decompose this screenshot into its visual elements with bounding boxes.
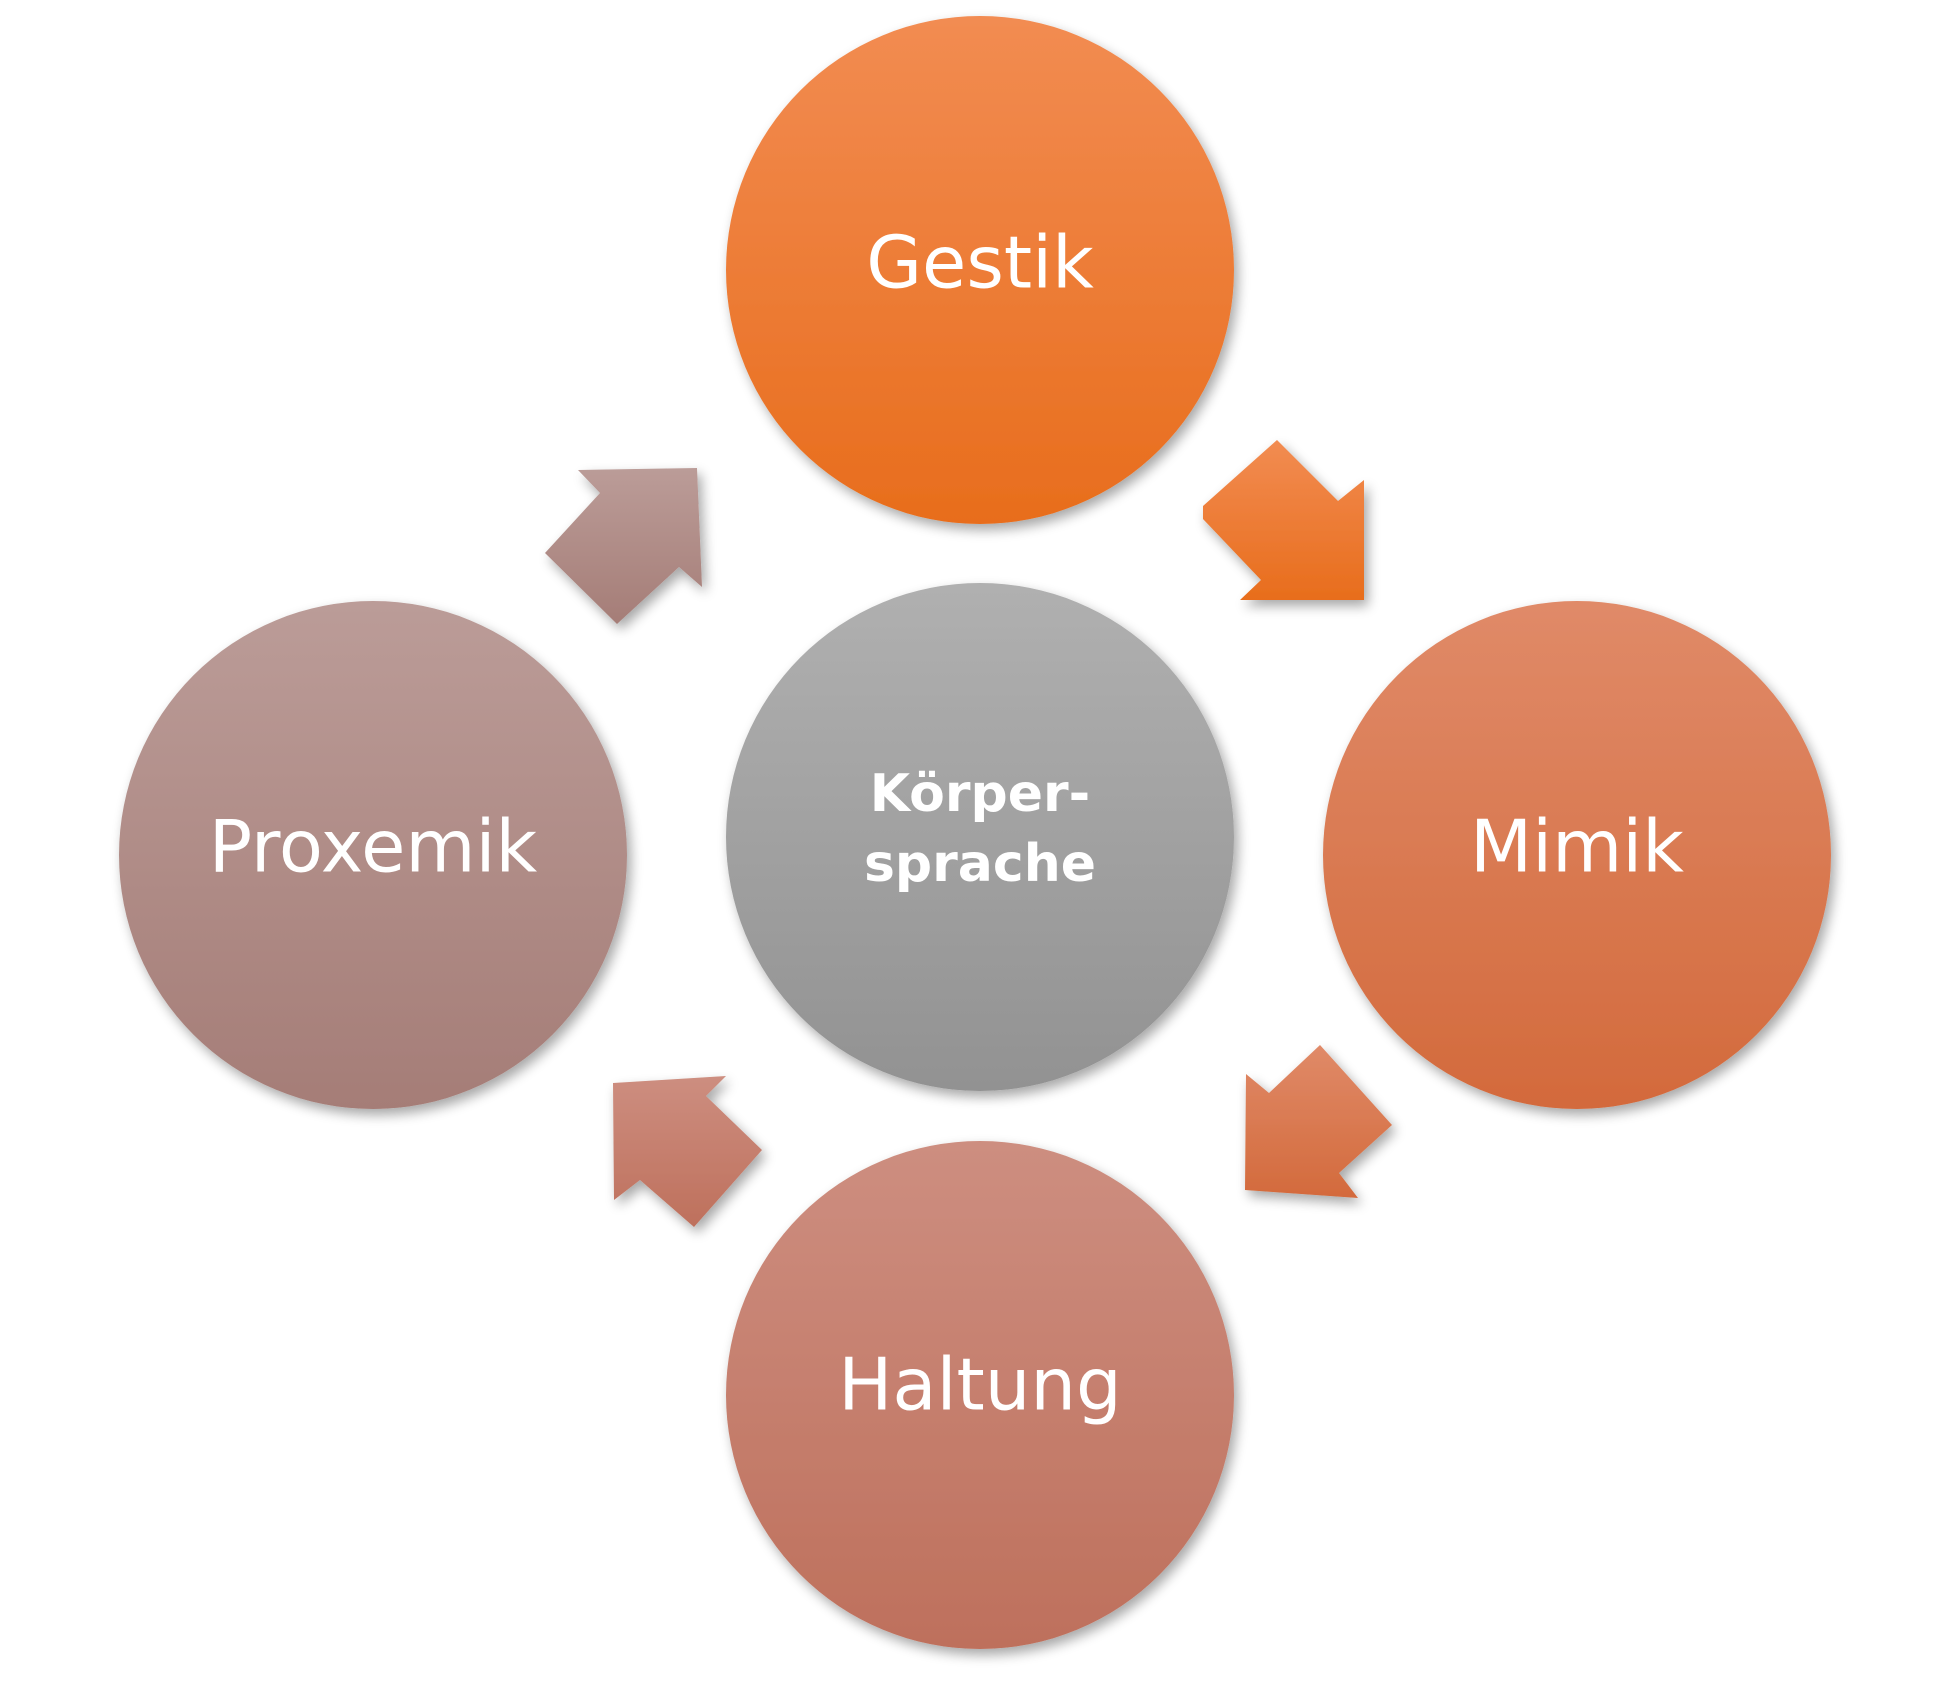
center-label-line1: Körper-	[870, 764, 1090, 824]
label-mimik: Mimik	[1470, 805, 1684, 889]
label-haltung: Haltung	[838, 1343, 1121, 1427]
arrow-gestik-to-mimik	[1203, 440, 1364, 600]
arrow-proxemik-to-gestik	[545, 468, 702, 624]
label-proxemik: Proxemik	[209, 805, 538, 889]
center-label-line2: sprache	[864, 834, 1096, 894]
label-gestik: Gestik	[866, 221, 1094, 305]
node-gestik	[726, 16, 1234, 524]
node-proxemik	[119, 601, 627, 1109]
arrow-mimik-to-haltung	[1245, 1045, 1392, 1198]
node-haltung	[726, 1141, 1234, 1649]
node-center-koerpersprache	[726, 583, 1234, 1091]
arrow-haltung-to-proxemik	[613, 1076, 762, 1227]
node-mimik	[1323, 601, 1831, 1109]
